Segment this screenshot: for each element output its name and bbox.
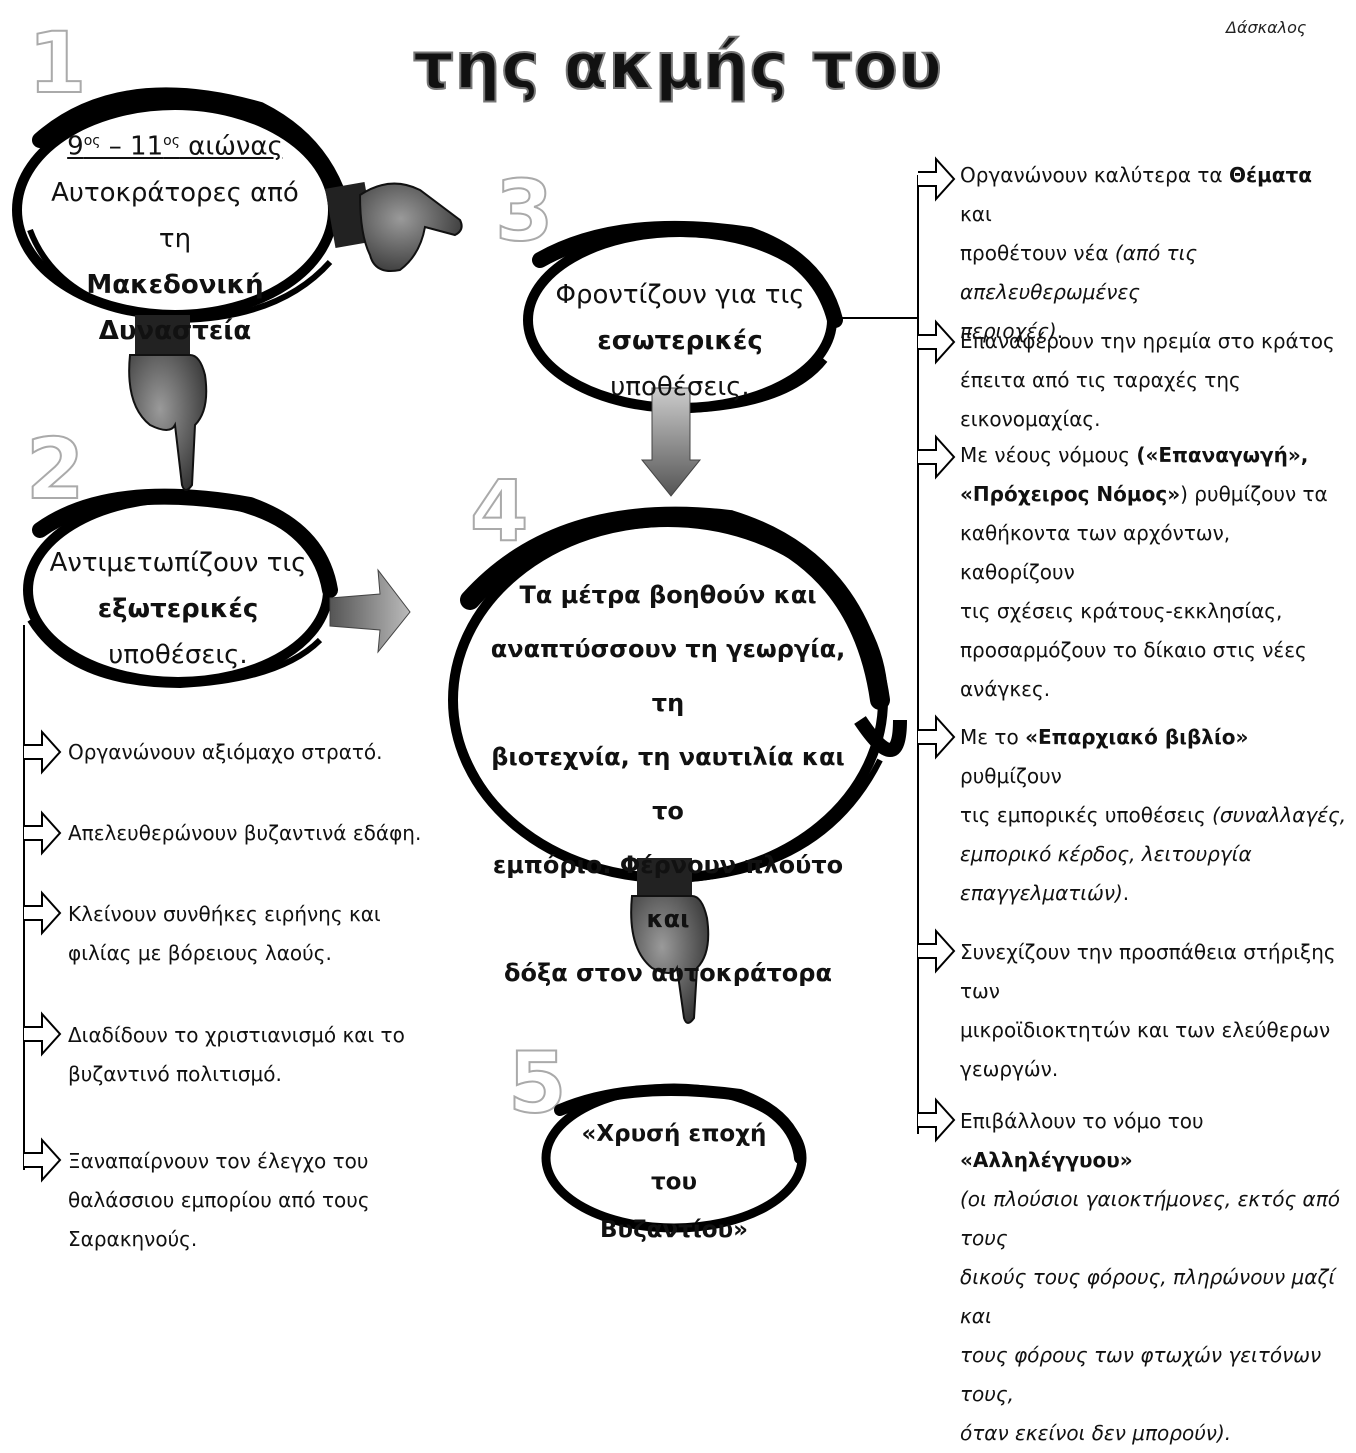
internal-item-line: εμπορικό κέρδος, λειτουργία [960,842,1252,866]
step-number-3: 3 [495,162,553,260]
internal-item-line: καθήκοντα των αρχόντων, καθορίζουν [960,521,1231,584]
internal-item-line: γεωργών. [960,1057,1059,1081]
gradient-arrow-right-icon [329,568,411,654]
internal-item-line: Συνεχίζουν την προσπάθεια στήριξης των [960,940,1336,1003]
external-item-line: θαλάσσιου εμπορίου από τους [68,1188,370,1212]
internal-item-line: τις εμπορικές υποθέσεις (συναλλαγές, [960,803,1347,827]
internal-item-line: έπειτα από τις ταραχές της εικονομαχίας. [960,368,1241,431]
external-item-line: Ξαναπαίρνουν τον έλεγχο του [68,1149,369,1173]
external-item-4: Διαδίδουν το χριστιανισμό και το βυζαντι… [68,1016,405,1094]
author-label: Δάσκαλος [1226,18,1307,37]
internal-item-line: ανάγκες. [960,677,1051,701]
internal-item-4: Με το «Επαρχιακό βιβλίο» ρυθμίζουν τις ε… [960,718,1350,913]
external-item-5: Ξαναπαίρνουν τον έλεγχο του θαλάσσιου εμ… [68,1142,370,1259]
internal-item-line: προθέτουν νέα (από τις απελευθερωμένες [960,241,1198,304]
internal-item-2: Επαναφέρουν την ηρεμία στο κράτος έπειτα… [960,322,1350,439]
step1-line3: Μακεδονική Δυναστεία [86,269,264,346]
bubble-step-3 [523,220,843,414]
step1-century: 9ος – 11ος αιώνας [67,131,283,162]
pointing-hand-down-icon [128,315,208,491]
step4-line: Τα μέτρα βοηθούν και [519,581,817,609]
internal-item-1: Οργανώνουν καλύτερα τα Θέματα και προθέτ… [960,156,1350,351]
external-item-line: φιλίας με βόρειους λαούς. [68,941,332,965]
pointing-hand-right-icon [325,181,463,272]
step5-line2: Βυζαντίου» [600,1217,748,1243]
internal-item-line: Με το «Επαρχιακό βιβλίο» ρυθμίζουν [960,725,1249,788]
external-item-3: Κλείνουν συνθήκες ειρήνης και φιλίας με … [68,895,381,973]
internal-item-line: Επαναφέρουν την ηρεμία στο κράτος [960,329,1335,353]
internal-item-line: επαγγελματιών). [960,881,1130,905]
outline-arrow-icon [24,729,62,1183]
internal-item-line: «Πρόχειρος Νόμος») ρυθμίζουν τα [960,482,1328,506]
step4-line: αναπτύσσουν τη γεωργία, τη [490,635,846,717]
step1-line2: Αυτοκράτορες από τη [51,177,299,254]
step1-text: 9ος – 11ος αιώνας Αυτοκράτορες από τη Μα… [40,118,310,354]
bubble-step-4 [448,506,907,884]
internal-item-line: μικροϊδιοκτητών και των ελεύθερων [960,1018,1331,1042]
internal-item-line: περιοχές). [960,319,1064,343]
internal-item-line: δικούς τους φόρους, πληρώνουν μαζί και [960,1265,1336,1328]
internal-item-6: Επιβάλλουν το νόμο του «Αλληλέγγυου» (οι… [960,1102,1352,1453]
external-item-line: Απελευθερώνουν βυζαντινά εδάφη. [68,821,422,845]
external-item-line: Διαδίδουν το χριστιανισμό και το [68,1023,405,1047]
step3-line2: εσωτερικές υποθέσεις. [597,326,763,402]
pointing-hand-down-icon [630,858,710,1024]
step4-line: δόξα στον αυτοκράτορα [504,959,832,987]
external-item-line: Κλείνουν συνθήκες ειρήνης και [68,902,381,926]
step5-line1: «Χρυσή εποχή του [581,1121,767,1195]
internal-item-line: τους φόρους των φτωχών γειτόνων τους, [960,1343,1322,1406]
diagram-graphics: 1 2 3 4 5 [12,13,956,1233]
internal-item-line: Επιβάλλουν το νόμο του «Αλληλέγγυου» [960,1109,1204,1172]
step4-line: εμπόριο. Φέρνουν πλούτο και [492,851,844,933]
step2-line1: Αντιμετωπίζουν τις [49,548,307,578]
step-number-4: 4 [470,462,528,560]
step3-text: Φροντίζουν για τις εσωτερικές υποθέσεις. [548,272,812,410]
internal-item-5: Συνεχίζουν την προσπάθεια στήριξης των μ… [960,933,1350,1089]
bubble-step-5 [541,1083,807,1233]
external-item-1: Οργανώνουν αξιόμαχο στρατό. [68,733,383,772]
internal-item-line: τις σχέσεις κράτους-εκκλησίας, [960,599,1283,623]
gradient-arrow-down-icon [640,387,702,497]
step5-text: «Χρυσή εποχή του Βυζαντίου» [556,1110,792,1254]
outline-arrow-icon [918,156,956,1143]
internal-item-line: όταν εκείνοι δεν μπορούν). [960,1421,1232,1445]
step-number-1: 1 [28,14,86,112]
step2-text: Αντιμετωπίζουν τις εξωτερικές υποθέσεις. [40,540,316,678]
step4-line: βιοτεχνία, τη ναυτιλία και το [491,743,845,825]
internal-item-line: Με νέους νόμους («Επαναγωγή», [960,443,1309,467]
external-item-line: Οργανώνουν αξιόμαχο στρατό. [68,740,383,764]
external-item-2: Απελευθερώνουν βυζαντινά εδάφη. [68,814,421,853]
step4-text: Τα μέτρα βοηθούν και αναπτύσσουν τη γεωρ… [478,568,858,1000]
external-item-line: βυζαντινό πολιτισμό. [68,1062,282,1086]
step2-line2: εξωτερικές υποθέσεις. [97,594,259,670]
page-title: της ακμής του [412,29,943,105]
external-item-line: Σαρακηνούς. [68,1227,198,1251]
step-number-5: 5 [508,1034,566,1132]
bubble-step-2 [23,488,338,689]
internal-item-line: (οι πλούσιοι γαιοκτήμονες, εκτός από του… [960,1187,1341,1250]
internal-item-line: Οργανώνουν καλύτερα τα Θέματα και [960,163,1313,226]
step3-line1: Φροντίζουν για τις [555,280,805,310]
step-number-2: 2 [26,420,84,518]
internal-item-3: Με νέους νόμους («Επαναγωγή», «Πρόχειρος… [960,436,1350,709]
internal-item-line: προσαρμόζουν το δίκαιο στις νέες [960,638,1307,662]
